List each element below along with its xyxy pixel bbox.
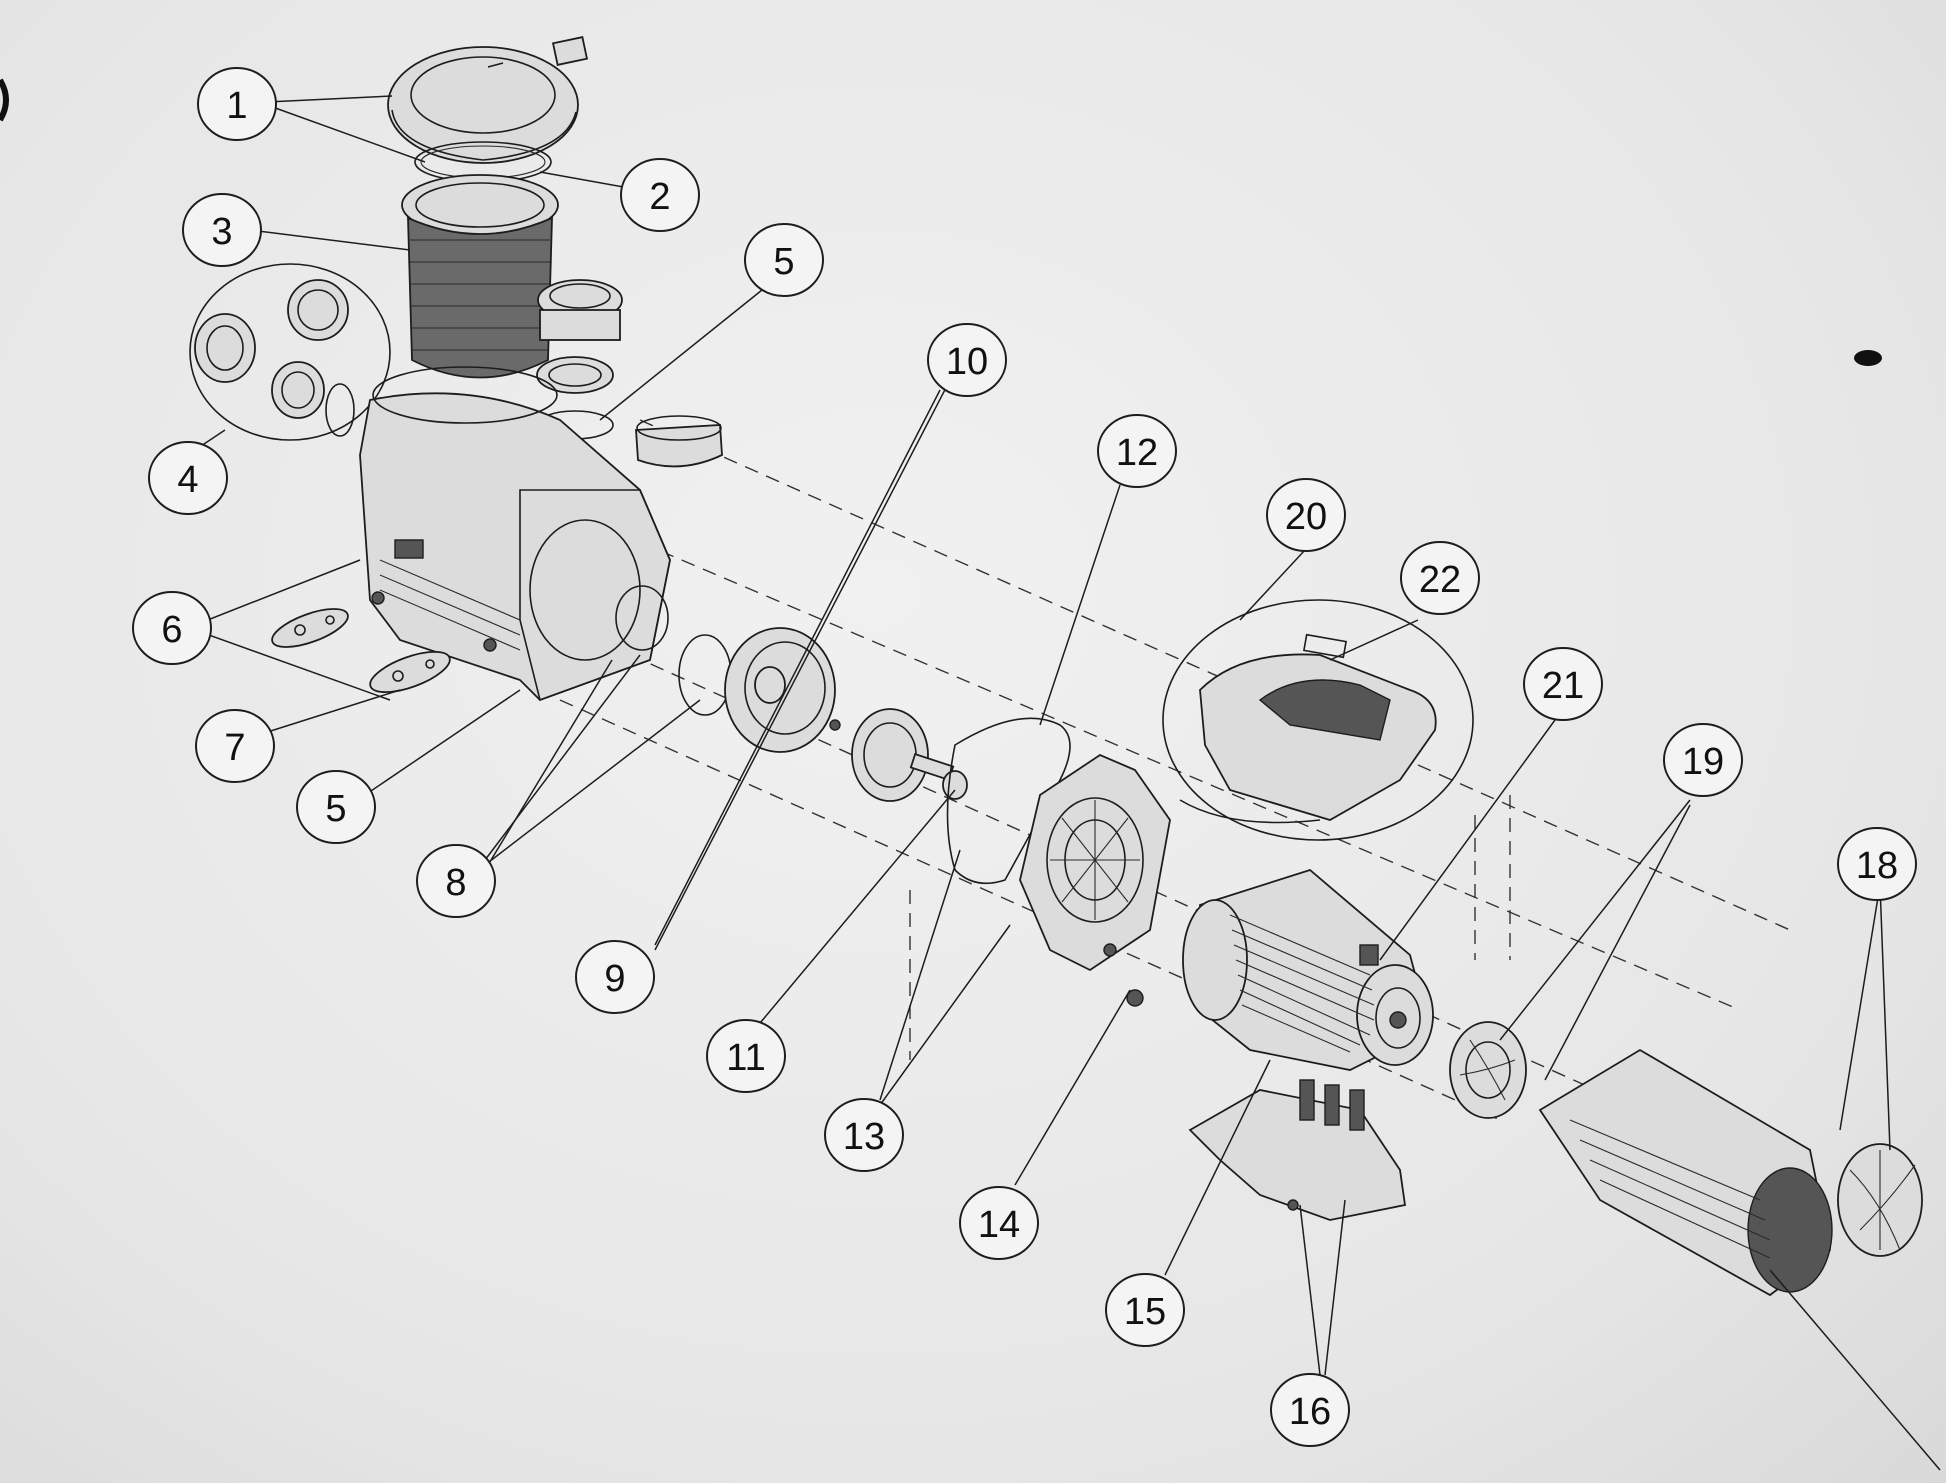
callout-number: 11 [726,1037,765,1079]
callout-number: 19 [1682,741,1724,783]
callout-number: 4 [177,459,198,501]
callout-number: 7 [224,727,245,769]
callout-c16: 16 [1270,1373,1350,1447]
callout-circle [148,441,228,515]
callout-number: 22 [1419,559,1461,601]
callout-c19: 19 [1663,723,1743,797]
callout-c5b: 5 [296,770,376,844]
callout-c4: 4 [148,441,228,515]
callout-circle [182,193,262,267]
callout-number: 21 [1542,665,1584,707]
scan-edge-mark [0,78,9,122]
fan-cover [1538,1048,1833,1297]
callout-c18: 18 [1837,827,1917,901]
callout-circle [1837,827,1917,901]
callout-circle [706,1019,786,1093]
callout-circle [927,323,1007,397]
callout-circle [195,709,275,783]
callout-number: 16 [1289,1391,1331,1433]
callout-circle [1400,541,1480,615]
callout-number: 13 [843,1116,885,1158]
callout-number: 14 [978,1204,1020,1246]
callout-number: 18 [1856,845,1898,887]
callout-circle [132,591,212,665]
motor-base [1188,1079,1407,1221]
callout-c14: 14 [959,1186,1039,1260]
callout-circle [1663,723,1743,797]
callout-circle [620,158,700,232]
callout-circle [1105,1273,1185,1347]
diffuser [724,627,841,753]
callout-number: 2 [649,176,670,218]
callout-c11: 11 [706,1019,786,1093]
callout-c5a: 5 [744,223,824,297]
callout-c7: 7 [195,709,275,783]
callout-number: 8 [445,862,466,904]
drain-plugs [271,591,497,694]
callout-circle [296,770,376,844]
callout-circle [416,844,496,918]
callout-number: 12 [1116,432,1158,474]
impeller [851,708,968,802]
seal-plate [1019,753,1171,972]
callout-c9: 9 [575,940,655,1014]
callout-c12: 12 [1097,414,1177,488]
callout-number: 15 [1124,1291,1166,1333]
callout-c8: 8 [416,844,496,918]
callout-c21: 21 [1523,647,1603,721]
callout-circle [744,223,824,297]
callout-circle [1270,1373,1350,1447]
callout-number: 1 [226,85,247,127]
callout-c15: 15 [1105,1273,1185,1347]
pump-housing [359,366,671,702]
strainer-basket [401,174,559,379]
callout-number: 10 [946,341,988,383]
callout-circle [1097,414,1177,488]
rear-cover [1837,1143,1923,1257]
controller-detail [1162,599,1474,841]
callout-circle [197,67,277,141]
callout-c10: 10 [927,323,1007,397]
callout-c3: 3 [182,193,262,267]
strainer-lid [387,36,589,164]
callout-number: 6 [161,609,182,651]
motor [1182,868,1434,1071]
callout-number: 20 [1285,496,1327,538]
callout-number: 3 [211,211,232,253]
callout-circle [575,940,655,1014]
callout-circle [824,1098,904,1172]
cooling-fan [1449,1021,1527,1119]
callout-c2: 2 [620,158,700,232]
callout-circle [1523,647,1603,721]
callout-c6: 6 [132,591,212,665]
callout-c20: 20 [1266,478,1346,552]
callout-c13: 13 [824,1098,904,1172]
callout-circle [1266,478,1346,552]
callout-number: 9 [604,958,625,1000]
callout-circle [959,1186,1039,1260]
callout-c22: 22 [1400,541,1480,615]
ink-spot [1854,350,1882,366]
leader-lines [179,95,1941,1471]
callout-number: 5 [325,788,346,830]
callout-c1: 1 [197,67,277,141]
callout-number: 5 [773,241,794,283]
union-fittings-detail [189,263,391,441]
